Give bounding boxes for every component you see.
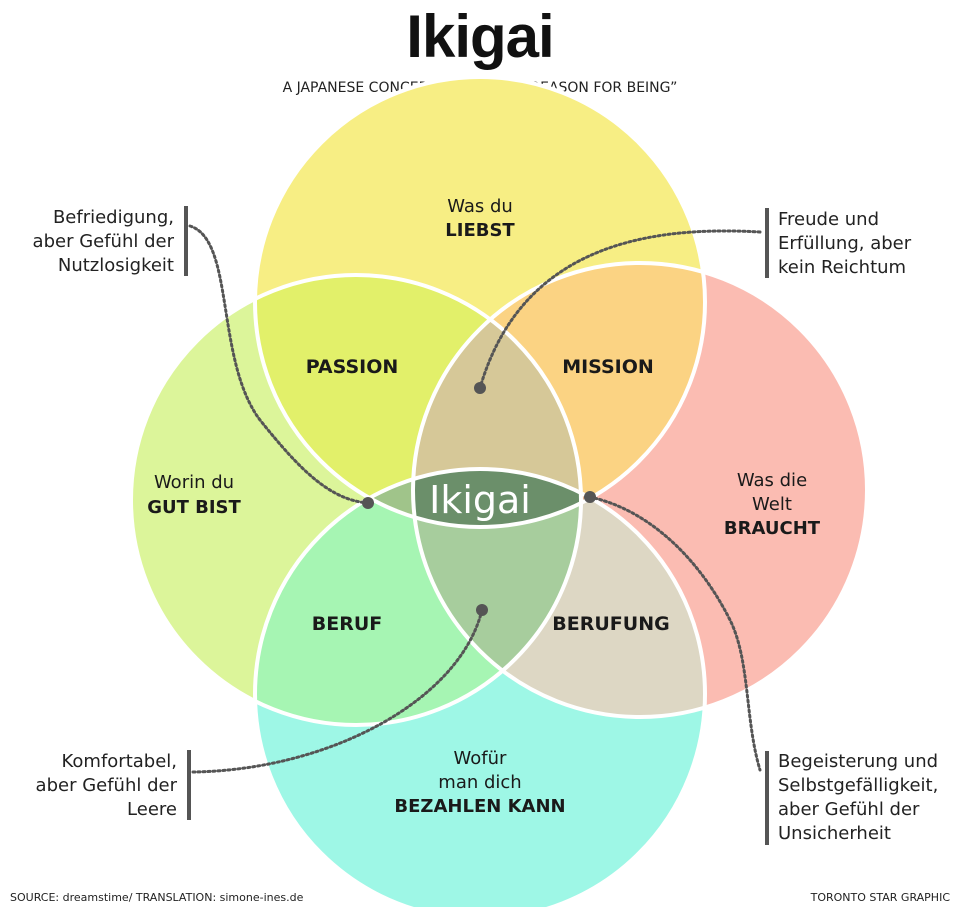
- connector-dots: [362, 382, 596, 616]
- overlap-mission-label: MISSION: [562, 356, 654, 378]
- center-ikigai-label: Ikigai: [429, 478, 531, 522]
- callout-top-right: Freude und Erfüllung, aber kein Reichtum: [778, 208, 958, 280]
- right-circle-line2: Welt: [752, 494, 792, 515]
- callout-bottom-left: Komfortabel, aber Gefühl der Leere: [0, 750, 177, 822]
- callout-top-right-line2: Erfüllung, aber: [778, 233, 912, 254]
- callout-bottom-right-line3: aber Gefühl der: [778, 799, 920, 820]
- connector-bottom-left: [191, 608, 484, 774]
- callout-top-left-bar: [184, 206, 188, 276]
- callout-top-left-line3: Nutzlosigkeit: [57, 255, 174, 276]
- top-circle-line2: LIEBST: [445, 220, 515, 241]
- dot-top-right: [474, 382, 486, 394]
- overlap-passion-label: PASSION: [306, 356, 399, 378]
- left-circle-line1: Worin du: [154, 472, 234, 493]
- dot-top-left: [362, 497, 374, 509]
- connector-bottom-right: [588, 495, 762, 772]
- callout-top-left-line1: Befriedigung,: [52, 207, 174, 228]
- callout-bottom-right-line2: Selbstgefälligkeit,: [778, 775, 939, 796]
- right-circle-line1: Was die: [737, 470, 807, 491]
- page-title: Ikigai: [406, 3, 554, 70]
- callout-top-right-line1: Freude und: [778, 209, 879, 230]
- right-circle-line3: BRAUCHT: [724, 518, 821, 539]
- bottom-circle-line2: man dich: [438, 772, 521, 793]
- connector-lines: [188, 224, 762, 774]
- callout-bottom-left-line1: Komfortabel,: [61, 751, 177, 772]
- connector-top-left: [188, 224, 370, 505]
- callout-top-left-line2: aber Gefühl der: [32, 231, 174, 252]
- callout-top-right-line3: kein Reichtum: [778, 257, 907, 278]
- callout-top-left: Befriedigung, aber Gefühl der Nutzlosigk…: [0, 206, 174, 278]
- bottom-circle-line1: Wofür: [454, 748, 508, 769]
- callout-bottom-left-bar: [187, 750, 191, 820]
- circle-outlines: [129, 75, 869, 907]
- callout-bottom-left-line2: aber Gefühl der: [35, 775, 177, 796]
- callout-bottom-left-line3: Leere: [127, 799, 177, 820]
- callout-bottom-right: Begeisterung und Selbstgefälligkeit, abe…: [778, 750, 958, 846]
- callout-bottom-right-bar: [765, 751, 769, 845]
- left-circle-line2: GUT BIST: [147, 497, 241, 518]
- footer-source: SOURCE: dreamstime/ TRANSLATION: simone-…: [10, 891, 304, 904]
- dot-bottom-left: [476, 604, 488, 616]
- dot-bottom-right: [584, 491, 596, 503]
- callout-bottom-right-line4: Unsicherheit: [778, 823, 891, 844]
- top-circle-line1: Was du: [447, 196, 513, 217]
- callout-bottom-right-line1: Begeisterung und: [778, 751, 939, 772]
- overlap-berufung-label: BERUFUNG: [552, 613, 669, 635]
- lens-upper: [413, 275, 581, 527]
- footer-credit: TORONTO STAR GRAPHIC: [810, 891, 950, 904]
- bottom-circle-line3: BEZAHLEN KANN: [394, 796, 565, 817]
- connector-top-right: [478, 229, 762, 390]
- overlap-beruf-label: BERUF: [312, 613, 383, 635]
- callout-top-right-bar: [765, 208, 769, 278]
